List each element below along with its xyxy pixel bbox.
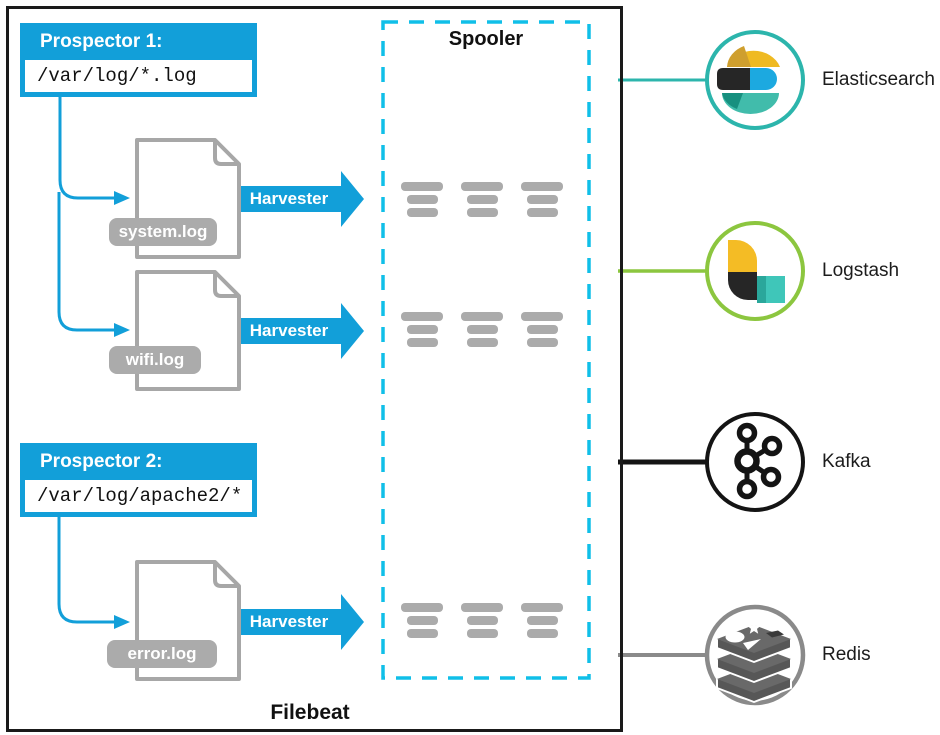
harvester-label-3: Harvester bbox=[249, 612, 329, 631]
arrowhead-wifilog bbox=[114, 323, 130, 337]
spooler-event-bars bbox=[401, 182, 563, 638]
prospector1-box: Prospector 1: /var/log/*.log bbox=[20, 23, 257, 97]
prospector2-to-errorlog-line bbox=[57, 515, 114, 624]
prospector1-to-systemlog-line bbox=[58, 95, 114, 200]
arrowhead-systemlog bbox=[114, 191, 130, 205]
wifilog-file-tag: wifi.log bbox=[109, 346, 201, 374]
prospector-flow-lines bbox=[57, 95, 114, 624]
prospector1-title: Prospector 1: bbox=[40, 31, 163, 52]
output-label-kafka: Kafka bbox=[822, 451, 871, 472]
prospector1-path-field: /var/log/*.log bbox=[25, 60, 252, 92]
errorlog-file-tag: error.log bbox=[107, 640, 217, 668]
systemlog-file-tag: system.log bbox=[109, 218, 217, 246]
elasticsearch-icon bbox=[717, 46, 780, 115]
event-bars-row-2 bbox=[401, 312, 563, 347]
spooler-box bbox=[381, 20, 591, 680]
event-bars-row-3 bbox=[401, 603, 563, 638]
prospector1-to-wifilog-line bbox=[57, 192, 114, 332]
prospector2-box: Prospector 2: /var/log/apache2/* bbox=[20, 443, 257, 517]
logstash-icon bbox=[728, 240, 785, 303]
redis-icon bbox=[716, 621, 792, 703]
output-label-elasticsearch: Elasticsearch bbox=[822, 69, 935, 90]
filebeat-label: Filebeat bbox=[270, 701, 350, 724]
flow-arrowheads bbox=[114, 191, 130, 629]
arrowhead-errorlog bbox=[114, 615, 130, 629]
kafka-icon bbox=[734, 422, 783, 500]
harvester-arrow-2 bbox=[236, 303, 364, 359]
spooler-label: Spooler bbox=[448, 28, 524, 50]
harvester-label-2: Harvester bbox=[249, 321, 329, 340]
prospector2-path-field: /var/log/apache2/* bbox=[25, 480, 252, 512]
filebeat-box bbox=[6, 6, 623, 732]
harvester-arrow-3 bbox=[236, 594, 364, 650]
harvester-arrow-1 bbox=[236, 171, 364, 227]
event-bars-row-1 bbox=[401, 182, 563, 217]
output-label-redis: Redis bbox=[822, 644, 871, 665]
output-label-logstash: Logstash bbox=[822, 260, 900, 281]
prospector2-title: Prospector 2: bbox=[40, 451, 163, 472]
harvester-label-1: Harvester bbox=[249, 189, 329, 208]
